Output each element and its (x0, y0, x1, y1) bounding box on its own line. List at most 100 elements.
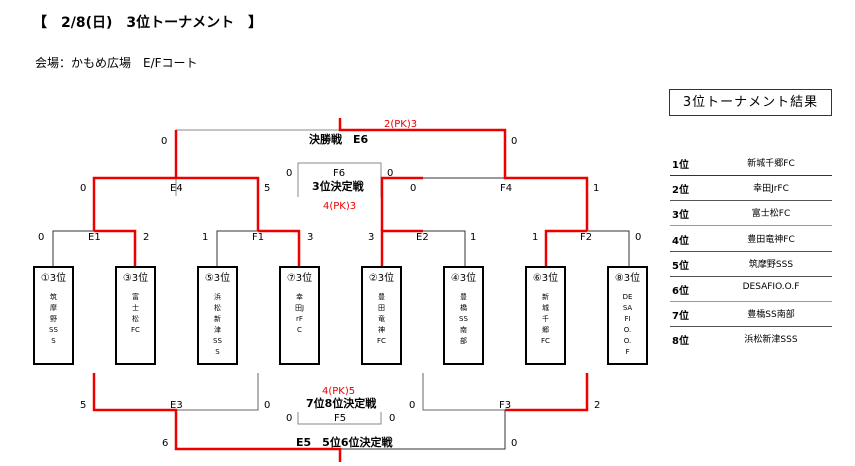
score-f3-right: 2 (594, 400, 601, 411)
winner-line-f1 (258, 229, 301, 266)
winner-line-f4 (380, 176, 423, 231)
match-label-e2: E2 (416, 232, 429, 243)
tournament-bracket (52, 118, 630, 462)
match-label-final: 決勝戦 E6 (309, 133, 369, 146)
match-label-e1: E1 (88, 232, 101, 243)
team-name: 豊橋SS南部 (459, 293, 468, 345)
result-row: 8位 浜松新津SSS (670, 327, 832, 351)
score-e2-right: 1 (470, 232, 477, 243)
results-title: 3位トーナメント結果 (669, 89, 832, 116)
result-team: DESAFIO.O.F (742, 282, 800, 292)
result-rank: 3位 (672, 210, 689, 221)
score-e3-left: 5 (80, 400, 87, 411)
score-f3-left: 0 (409, 400, 416, 411)
team-name: 筑摩野SSS (49, 293, 58, 345)
team-name: 新城千郷FC (541, 293, 550, 345)
match-label-f6: F6 (333, 168, 346, 179)
team-name: 豊田竜神FC (377, 293, 386, 345)
match-label-f3: F3 (499, 400, 512, 411)
winner-line-f4b (338, 118, 589, 231)
team-seed: ③3位 (122, 273, 149, 284)
score-e3-right: 0 (264, 400, 271, 411)
team-name: 富士松FC (131, 293, 140, 334)
score-f2-left: 1 (532, 232, 539, 243)
result-rank: 4位 (672, 236, 689, 247)
result-team: 筑摩野SSS (748, 260, 794, 270)
team-seed: ⑤3位 (204, 273, 231, 284)
team-seed: ⑦3位 (286, 273, 313, 284)
bracket-line-e3 (176, 373, 259, 411)
team-seed: ④3位 (450, 273, 477, 284)
result-row: 5位 筑摩野SSS (670, 252, 832, 277)
team-box: ①3位筑摩野SSS (33, 266, 74, 365)
match-label-f4: F4 (500, 183, 513, 194)
page-title: 【 2/8(日) 3位トーナメント 】 (33, 15, 263, 31)
match-label-e4: E4 (170, 183, 183, 194)
score-e1-left: 0 (38, 232, 45, 243)
team-box: ⑦3位幸田JrFC (279, 266, 320, 365)
score-e4-right: 5 (264, 183, 271, 194)
seventh-place-title: 7位8位決定戦 (306, 397, 377, 410)
seventh-place-pk-score: 4(PK)5 (322, 386, 356, 397)
score-f6-left: 0 (286, 168, 293, 179)
venue-label: 会場：かもめ広場 E/Fコート (35, 56, 198, 70)
score-f4-left: 0 (410, 183, 417, 194)
match-label-f5: F5 (334, 413, 347, 424)
score-e5-right: 0 (511, 438, 518, 449)
result-team: 浜松新津SSS (744, 335, 798, 345)
winner-line-e3 (92, 373, 342, 462)
score-f1-left: 1 (202, 232, 209, 243)
result-row: 3位 富士松FC (670, 201, 832, 226)
team-name: DESAFIO.O.F (622, 293, 633, 356)
team-box: ④3位豊橋SS南部 (443, 266, 484, 365)
team-seed: ⑧3位 (614, 273, 641, 284)
result-team: 新城千郷FC (747, 159, 795, 169)
score-f4-right: 1 (593, 183, 600, 194)
bracket-line-f3 (422, 373, 505, 411)
team-seed: ⑥3位 (532, 273, 559, 284)
score-e4-left: 0 (80, 183, 87, 194)
score-e5-left: 6 (162, 438, 169, 449)
score-f1-right: 3 (307, 232, 314, 243)
team-name: 浜松新津SSS (213, 293, 222, 356)
team-seed: ②3位 (368, 273, 395, 284)
result-team: 幸田JrFC (753, 184, 789, 194)
match-label-f2: F2 (580, 232, 593, 243)
result-rank: 6位 (672, 286, 689, 297)
winner-line-e1 (94, 229, 137, 266)
winner-line-f3 (505, 373, 589, 412)
result-team: 豊橋SS南部 (747, 310, 795, 320)
winner-line-e4 (92, 176, 176, 231)
team-box: ⑧3位 DESAFIO.O.F (607, 266, 648, 365)
fifth-place-title: E5 5位6位決定戦 (296, 436, 393, 449)
team-box: ⑥3位新城千郷FC (525, 266, 566, 365)
score-f6-right: 0 (387, 168, 394, 179)
match-label-e3: E3 (170, 400, 183, 411)
result-row: 4位豊田竜神FC (670, 227, 832, 252)
winner-line-f2 (544, 229, 587, 266)
bracket-line-f5 (297, 412, 382, 425)
team-seed: ①3位 (40, 273, 67, 284)
bracket-line-e2 (423, 230, 466, 266)
final-pk-score: 2(PK)3 (384, 119, 418, 130)
score-f5-left: 0 (286, 413, 293, 424)
team-box: ②3位豊田竜神FC (361, 266, 402, 365)
result-rank: 7位 (672, 311, 689, 322)
team-name: 幸田JrFC (294, 293, 305, 334)
result-rank: 8位 (672, 336, 689, 347)
team-box: ⑤3位浜松新津SSS (197, 266, 238, 365)
result-team: 富士松FC (751, 209, 791, 219)
score-e1-right: 2 (143, 232, 150, 243)
match-label-f1: F1 (252, 232, 265, 243)
result-row: 6位 DESAFIO.O.F (670, 277, 832, 302)
result-rank: 5位 (672, 261, 689, 272)
winner-line-e4b (176, 176, 260, 231)
result-rank: 2位 (672, 185, 689, 196)
result-row: 1位 新城千郷FC (670, 151, 832, 176)
result-row: 7位 豊橋SS南部 (670, 302, 832, 327)
bracket-line-f2 (587, 230, 630, 266)
result-rank: 1位 (672, 160, 689, 171)
score-e6-right: 0 (511, 136, 518, 147)
score-f2-right: 0 (635, 232, 642, 243)
score-f5-right: 0 (389, 413, 396, 424)
